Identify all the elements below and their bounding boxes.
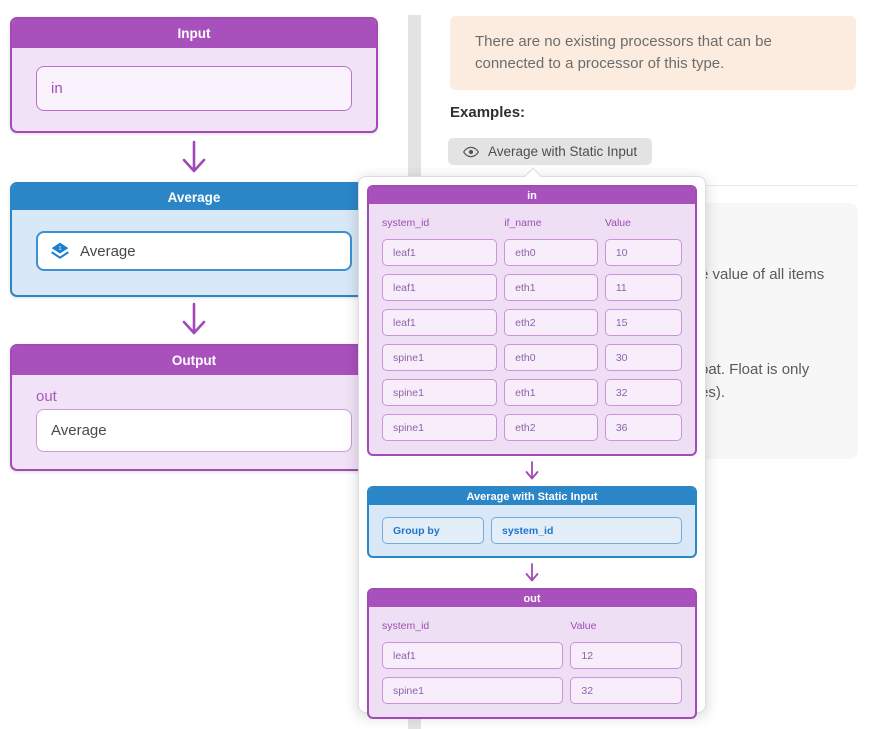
cell-if-name: eth0 [504,344,598,371]
doc-text-fragment: e value of all items [700,266,825,283]
in-table-row: leaf1 eth1 11 [382,274,682,301]
cell-if-name: eth0 [504,239,598,266]
in-table-row: spine1 eth0 30 [382,344,682,371]
input-name-field[interactable]: in [36,66,352,111]
cell-value: 30 [604,344,682,371]
cell-system-id: leaf1 [382,239,498,266]
cell-if-name: eth1 [504,274,598,301]
out-col-system-id: system_id [382,620,430,632]
cell-value: 32 [570,677,682,704]
down-arrow-icon [182,140,206,173]
cell-if-name: eth2 [504,414,598,441]
out-table-row: leaf1 12 [382,642,682,669]
cell-if-name: eth2 [504,309,598,336]
output-processor-box: Output out Average [10,344,378,471]
down-arrow-icon [182,302,206,335]
in-col-value: Value [604,217,631,229]
doc-text-fragment: oat. Float is only [700,361,810,378]
out-table-title: out [369,590,695,607]
svg-text:1: 1 [58,246,61,252]
example-processor-box: Average with Static Input Group by syste… [367,486,697,558]
in-table-row: spine1 eth2 36 [382,414,682,441]
cell-value: 11 [604,274,682,301]
out-col-value: Value [570,620,597,632]
output-name-value: Average [51,422,107,439]
output-box-header: Output [12,346,376,375]
processor-title: Average with Static Input [369,488,695,505]
in-col-system-id: system_id [382,217,430,229]
popup-caret [524,167,542,185]
in-table-row: leaf1 eth2 15 [382,309,682,336]
cell-value: 15 [604,309,682,336]
cell-system-id: spine1 [382,414,498,441]
cell-value: 12 [570,642,682,669]
cell-value: 10 [604,239,682,266]
in-table-row: spine1 eth1 32 [382,379,682,406]
cell-system-id: spine1 [382,379,498,406]
in-table-row: leaf1 eth0 10 [382,239,682,266]
input-processor-box: Input in [10,17,378,133]
average-type-value: Average [80,242,136,260]
cell-value: 32 [604,379,682,406]
input-box-header: Input [12,19,376,48]
eye-icon [463,146,479,157]
down-arrow-icon [525,461,539,480]
doc-text-fragment: es). [700,384,726,401]
out-table-row: spine1 32 [382,677,682,704]
down-arrow-icon [525,563,539,582]
example-average-with-static-input-button[interactable]: Average with Static Input [448,138,653,165]
cell-system-id: spine1 [382,344,498,371]
in-col-if-name: if_name [504,217,542,229]
example-out-table: out system_id Value leaf1 12 spine1 32 [367,588,697,719]
group-by-label-field: Group by [382,517,484,544]
layers-icon: 1 [51,242,69,259]
output-field-label: out [36,388,57,405]
average-box-header: Average [12,184,376,210]
cell-system-id: leaf1 [382,274,498,301]
cell-system-id: leaf1 [382,309,498,336]
cell-system-id: leaf1 [382,642,564,669]
cell-system-id: spine1 [382,677,564,704]
example-in-table: in system_id if_name Value leaf1 eth0 10… [367,185,697,456]
no-processors-alert: There are no existing processors that ca… [450,16,856,90]
average-processor-box: Average 1 Average [10,182,378,297]
cell-if-name: eth1 [504,379,598,406]
average-type-field[interactable]: 1 Average [36,231,352,271]
in-table-title: in [369,187,695,204]
example-button-label: Average with Static Input [488,144,638,159]
cell-value: 36 [604,414,682,441]
output-name-field[interactable]: Average [36,409,352,452]
example-preview-popup: in system_id if_name Value leaf1 eth0 10… [358,167,706,719]
input-name-value: in [51,80,63,97]
group-by-value-field: system_id [491,517,682,544]
examples-heading: Examples: [450,104,526,121]
